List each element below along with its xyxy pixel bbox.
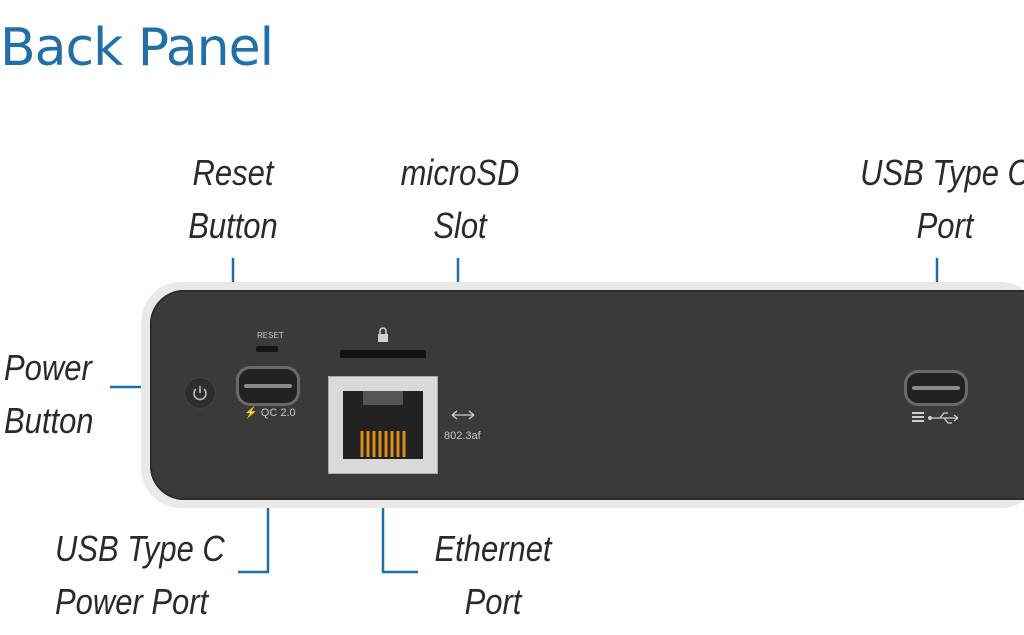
microsd-slot [340, 350, 426, 358]
bolt-icon: ⚡ [244, 407, 258, 419]
qc-text: ⚡ QC 2.0 [244, 407, 296, 419]
ethernet-port-label: Ethernet Port [434, 528, 552, 622]
power-button [184, 377, 216, 409]
ethernet-port [328, 376, 438, 474]
usb-c-power-port-label: USB Type C Power Port [55, 528, 225, 622]
ss-usb-icon [912, 412, 959, 424]
ethernet-jack [343, 391, 423, 459]
reset-hole [256, 346, 278, 352]
poe-standard-text: 802.3af [444, 430, 481, 442]
reset-text: RESET [257, 331, 284, 340]
usb-c-port [904, 370, 968, 406]
usb-c-slot [244, 384, 292, 388]
usb-c-port-label: USB Type C Port [860, 152, 1024, 246]
usb-c-power-port [236, 366, 300, 406]
ethernet-pins [360, 391, 406, 457]
power-icon [193, 386, 207, 401]
reset-button-label: Reset Button [188, 152, 278, 246]
page-title: Back Panel [0, 18, 274, 78]
power-button-label: Power Button [4, 347, 94, 441]
lock-icon [378, 327, 388, 342]
usb-c-slot [912, 386, 960, 390]
microsd-slot-label: microSD Slot [400, 152, 520, 246]
network-arrows-icon [451, 410, 475, 420]
